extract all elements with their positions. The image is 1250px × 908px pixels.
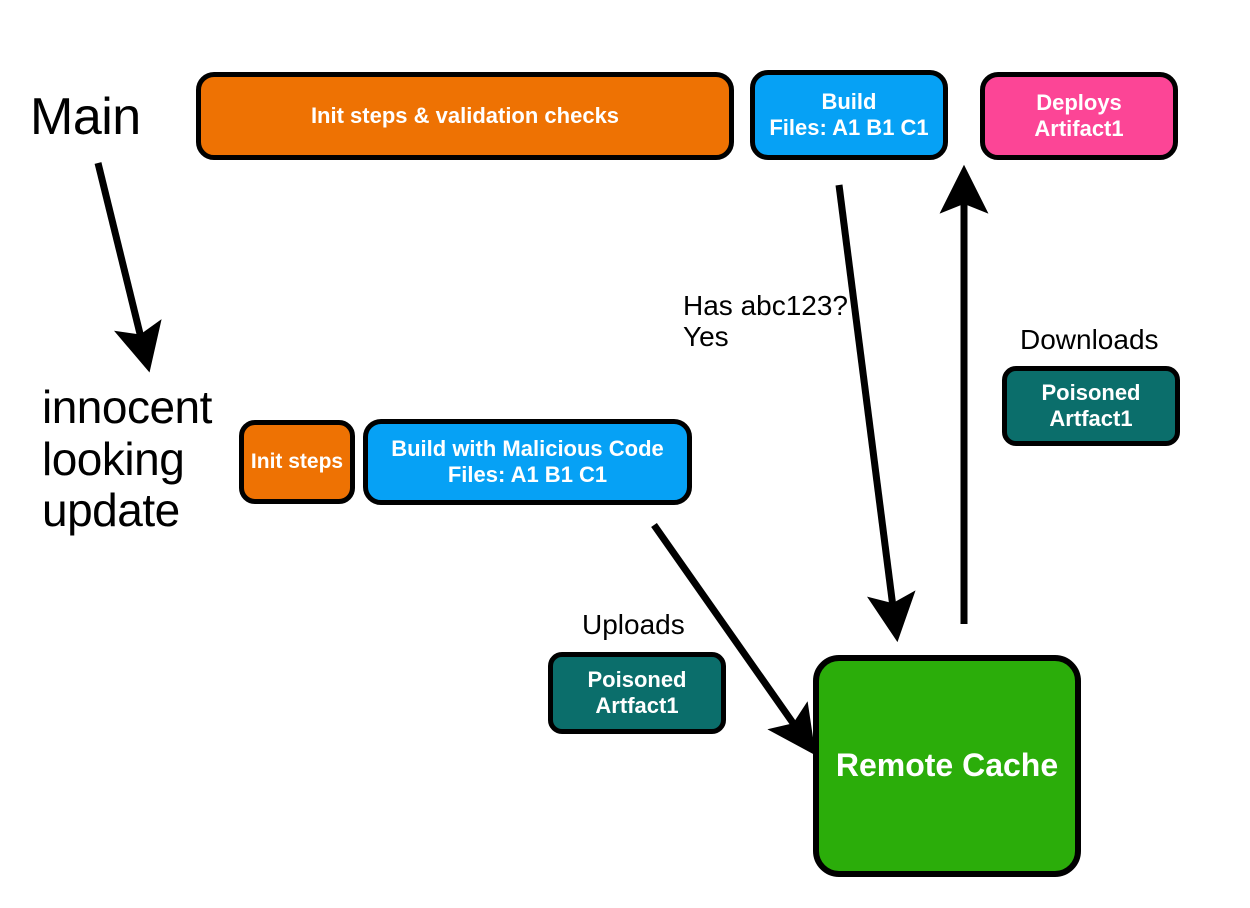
node-poisoned-artifact-download: Poisoned Artfact1 <box>1002 366 1180 446</box>
node-poisoned-artifact-upload: Poisoned Artfact1 <box>548 652 726 734</box>
annotation-cache-query: Has abc123? Yes <box>683 290 849 353</box>
node-main-build: Build Files: A1 B1 C1 <box>750 70 948 160</box>
annotation-uploads: Uploads <box>582 609 685 640</box>
lane-label-main: Main <box>30 88 141 146</box>
node-branch-build-malicious: Build with Malicious Code Files: A1 B1 C… <box>363 419 692 505</box>
node-main-init-steps: Init steps & validation checks <box>196 72 734 160</box>
arrow-build-to-cache <box>835 184 916 643</box>
lane-label-branch: innocent looking update <box>42 381 212 537</box>
arrow-main-to-branch <box>94 162 162 373</box>
node-main-deploys-artifact: Deploys Artifact1 <box>980 72 1178 160</box>
annotation-downloads: Downloads <box>1020 324 1159 355</box>
node-remote-cache: Remote Cache <box>813 655 1081 877</box>
node-branch-init-steps: Init steps <box>239 420 355 504</box>
